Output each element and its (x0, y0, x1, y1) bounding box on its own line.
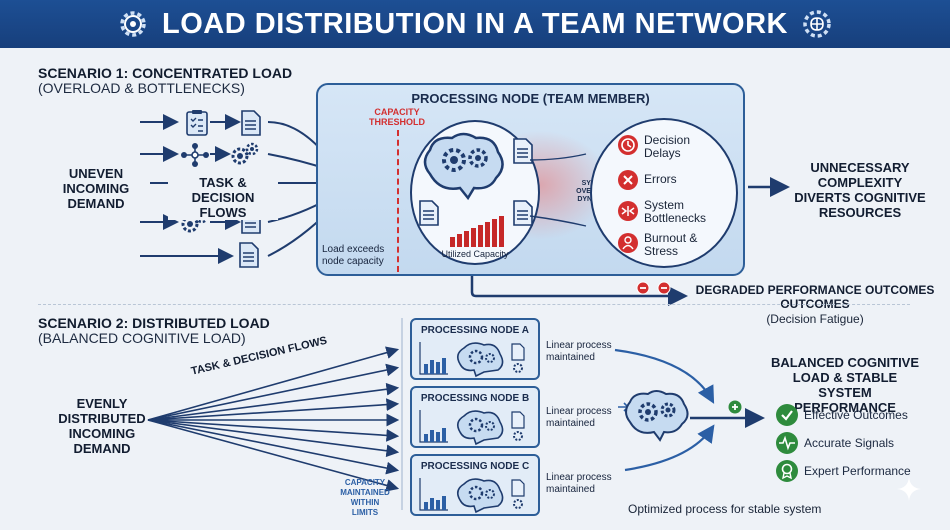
check-icon (776, 404, 798, 426)
document-icon-4 (513, 138, 533, 164)
page-title: LOAD DISTRIBUTION IN A TEAM NETWORK (162, 7, 788, 40)
document-icon-5 (419, 200, 439, 226)
node-c-title: PROCESSING NODE C (420, 461, 530, 472)
gears-icon (231, 142, 259, 165)
sparkle-icon (897, 477, 921, 501)
uneven-demand-label: UNEVEN INCOMING DEMAND (62, 166, 130, 211)
document-icon-3 (239, 242, 259, 268)
outcome-expert: Expert Performance (804, 464, 911, 478)
bottleneck-icon (618, 201, 638, 221)
effect-burnout-stress: Burnout &Stress (644, 231, 698, 258)
document-icon (241, 110, 261, 136)
minus-badges (636, 281, 671, 295)
flows-label: TASK & DECISION FLOWS (168, 175, 278, 220)
scenario1-subtitle: (OVERLOAD & BOTTLENECKS) (38, 80, 245, 96)
brain-chip-icon (803, 10, 831, 38)
scenario2-title: SCENARIO 2: DISTRIBUTED LOAD (38, 315, 270, 331)
capacity-threshold-label: CAPACITY THRESHOLD (369, 107, 425, 127)
checklist-icon (186, 110, 208, 136)
dynamics-connectors (529, 153, 587, 227)
network-icon (181, 143, 209, 167)
outcome-accurate: Accurate Signals (804, 436, 895, 450)
effects-circle (590, 118, 738, 268)
clock-icon (618, 135, 638, 155)
decision-fatigue-label: (Decision Fatigue) (766, 312, 864, 326)
title-banner: LOAD DISTRIBUTION IN A TEAM NETWORK (0, 0, 950, 48)
scenario2-subtitle: (BALANCED COGNITIVE LOAD) (38, 330, 246, 346)
processing-node-title: PROCESSING NODE (TEAM MEMBER) (411, 91, 650, 106)
effect-errors: Errors (644, 172, 677, 186)
brain-gears-icon (423, 132, 504, 201)
person-stress-icon (618, 233, 638, 253)
node-b-title: PROCESSING NODE B (420, 393, 530, 404)
node-c-visual (419, 478, 525, 514)
threshold-line (397, 130, 399, 272)
utilized-bar-icon (450, 216, 504, 247)
plus-badge (728, 400, 742, 414)
footer-text: Optimized process for stable system (628, 502, 822, 516)
x-icon (618, 170, 638, 190)
section-divider (38, 304, 910, 305)
gear-icon (120, 11, 146, 37)
complexity-label: UNNECESSARY COMPLEXITY DIVERTS COGNITIVE… (794, 160, 926, 220)
utilized-capacity-label: Utilized Capacity (441, 249, 509, 259)
pulse-icon (776, 432, 798, 454)
exceeds-label: Load exceeds node capacity (322, 244, 385, 267)
node-a-visual (419, 342, 525, 378)
balanced-result-title: BALANCED COGNITIVE LOAD & STABLE SYSTEM … (770, 355, 920, 415)
scenario1-title: SCENARIO 1: CONCENTRATED LOAD (38, 65, 293, 81)
balanced-brain-icon (625, 390, 689, 442)
even-demand-label: EVENLY DISTRIBUTED INCOMING DEMAND (58, 396, 146, 456)
award-icon (776, 460, 798, 482)
outcome-effective: Effective Outcomes (804, 408, 908, 422)
node-b-visual (419, 410, 525, 446)
capacity-maintained-label: CAPACITY MAINTAINED WITHIN LIMITS (340, 478, 390, 517)
node-a-title: PROCESSING NODE A (421, 325, 529, 336)
